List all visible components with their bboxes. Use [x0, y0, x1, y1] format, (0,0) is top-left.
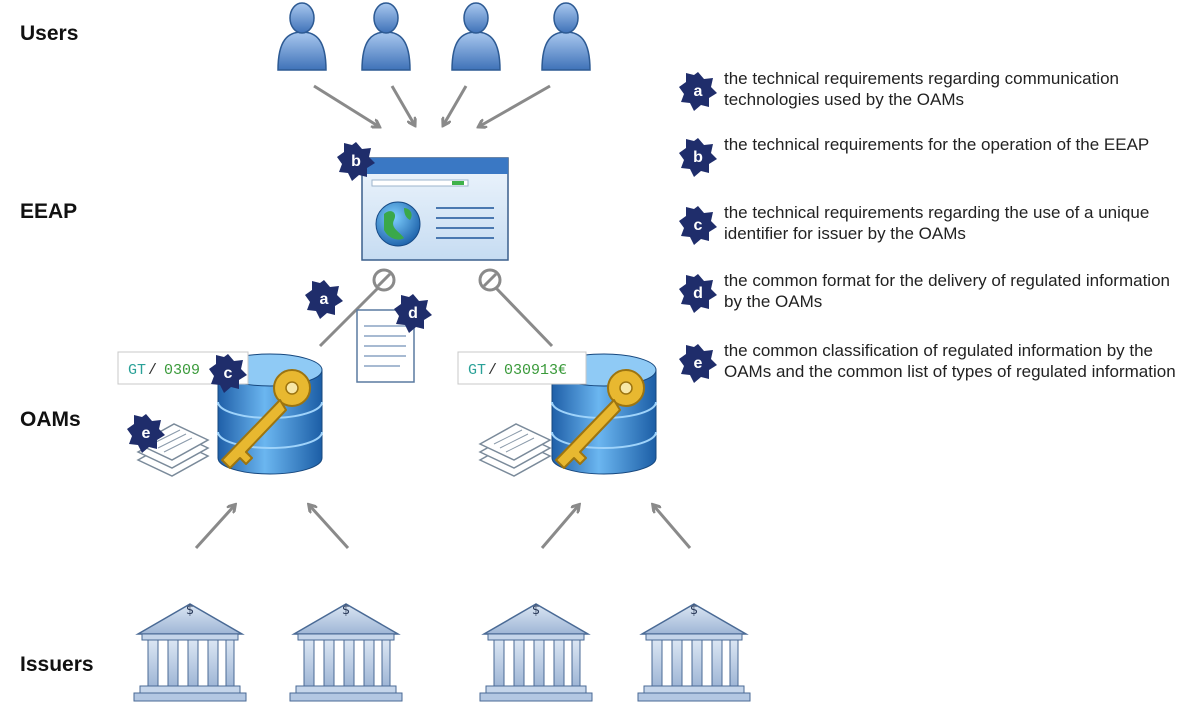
bank-icon: $	[637, 603, 751, 702]
bank-symbol: $	[186, 603, 194, 618]
user-icon	[277, 2, 327, 71]
bank-icon: $	[479, 603, 593, 702]
disconnect-icon	[478, 268, 502, 292]
document-icon	[356, 309, 415, 383]
legend-item-a: a the technical requirements regarding c…	[678, 68, 1188, 112]
tier-label-users: Users	[20, 22, 79, 45]
legend-text: the common format for the delivery of re…	[724, 271, 1170, 311]
tier-label-issuers: Issuers	[20, 653, 94, 676]
connection-line	[318, 286, 554, 348]
bank-symbol: $	[342, 603, 350, 618]
legend-text: the technical requirements for the opera…	[724, 135, 1150, 154]
code-number: 0309	[164, 362, 200, 379]
bank-icon: $	[289, 603, 403, 702]
tier-label-eeap: EEAP	[20, 200, 78, 223]
svg-text:d: d	[693, 285, 703, 302]
badge-icon: c	[679, 206, 717, 245]
user-icon	[361, 2, 411, 71]
bank-icon: $	[133, 603, 247, 702]
svg-text:d: d	[408, 305, 418, 322]
code-number: 030913€	[504, 362, 567, 379]
code-label: GT / 030913€	[457, 351, 587, 385]
svg-text:e: e	[694, 355, 703, 372]
arrow	[313, 84, 551, 126]
legend-item-c: c the technical requirements regarding t…	[678, 202, 1188, 246]
bank-symbol: $	[690, 603, 698, 618]
code-prefix: GT	[128, 362, 146, 379]
badge-c: c	[209, 354, 247, 393]
badge-e: e	[127, 414, 165, 453]
svg-text:a: a	[694, 83, 703, 100]
legend-text: the technical requirements regarding com…	[724, 69, 1119, 109]
svg-text:b: b	[693, 149, 703, 166]
code-slash: /	[148, 362, 157, 379]
legend-text: the common classification of regulated i…	[724, 341, 1176, 381]
badge-icon: a	[679, 72, 717, 111]
svg-text:c: c	[694, 217, 703, 234]
tier-label-oams: OAMs	[20, 408, 81, 431]
user-icon	[451, 2, 501, 71]
user-icon	[541, 2, 591, 71]
badge-icon: d	[679, 274, 717, 313]
legend-item-b: b the technical requirements for the ope…	[678, 134, 1188, 178]
code-slash: /	[488, 362, 497, 379]
legend-item-d: d the common format for the delivery of …	[678, 270, 1188, 314]
badge-icon: e	[679, 344, 717, 383]
legend-text: the technical requirements regarding the…	[724, 203, 1150, 243]
svg-text:b: b	[351, 153, 361, 170]
badge-b: b	[337, 142, 375, 181]
legend-item-e: e the common classification of regulated…	[678, 340, 1188, 384]
badge-d: d	[394, 294, 432, 333]
svg-text:e: e	[142, 425, 151, 442]
bank-symbol: $	[532, 603, 540, 618]
badge-icon: b	[679, 138, 717, 177]
arrow	[194, 506, 692, 550]
svg-text:a: a	[320, 291, 329, 308]
svg-text:c: c	[224, 365, 233, 382]
papers-icon	[479, 423, 551, 477]
code-prefix: GT	[468, 362, 486, 379]
globe-icon	[375, 201, 421, 247]
badge-a: a	[305, 280, 343, 319]
